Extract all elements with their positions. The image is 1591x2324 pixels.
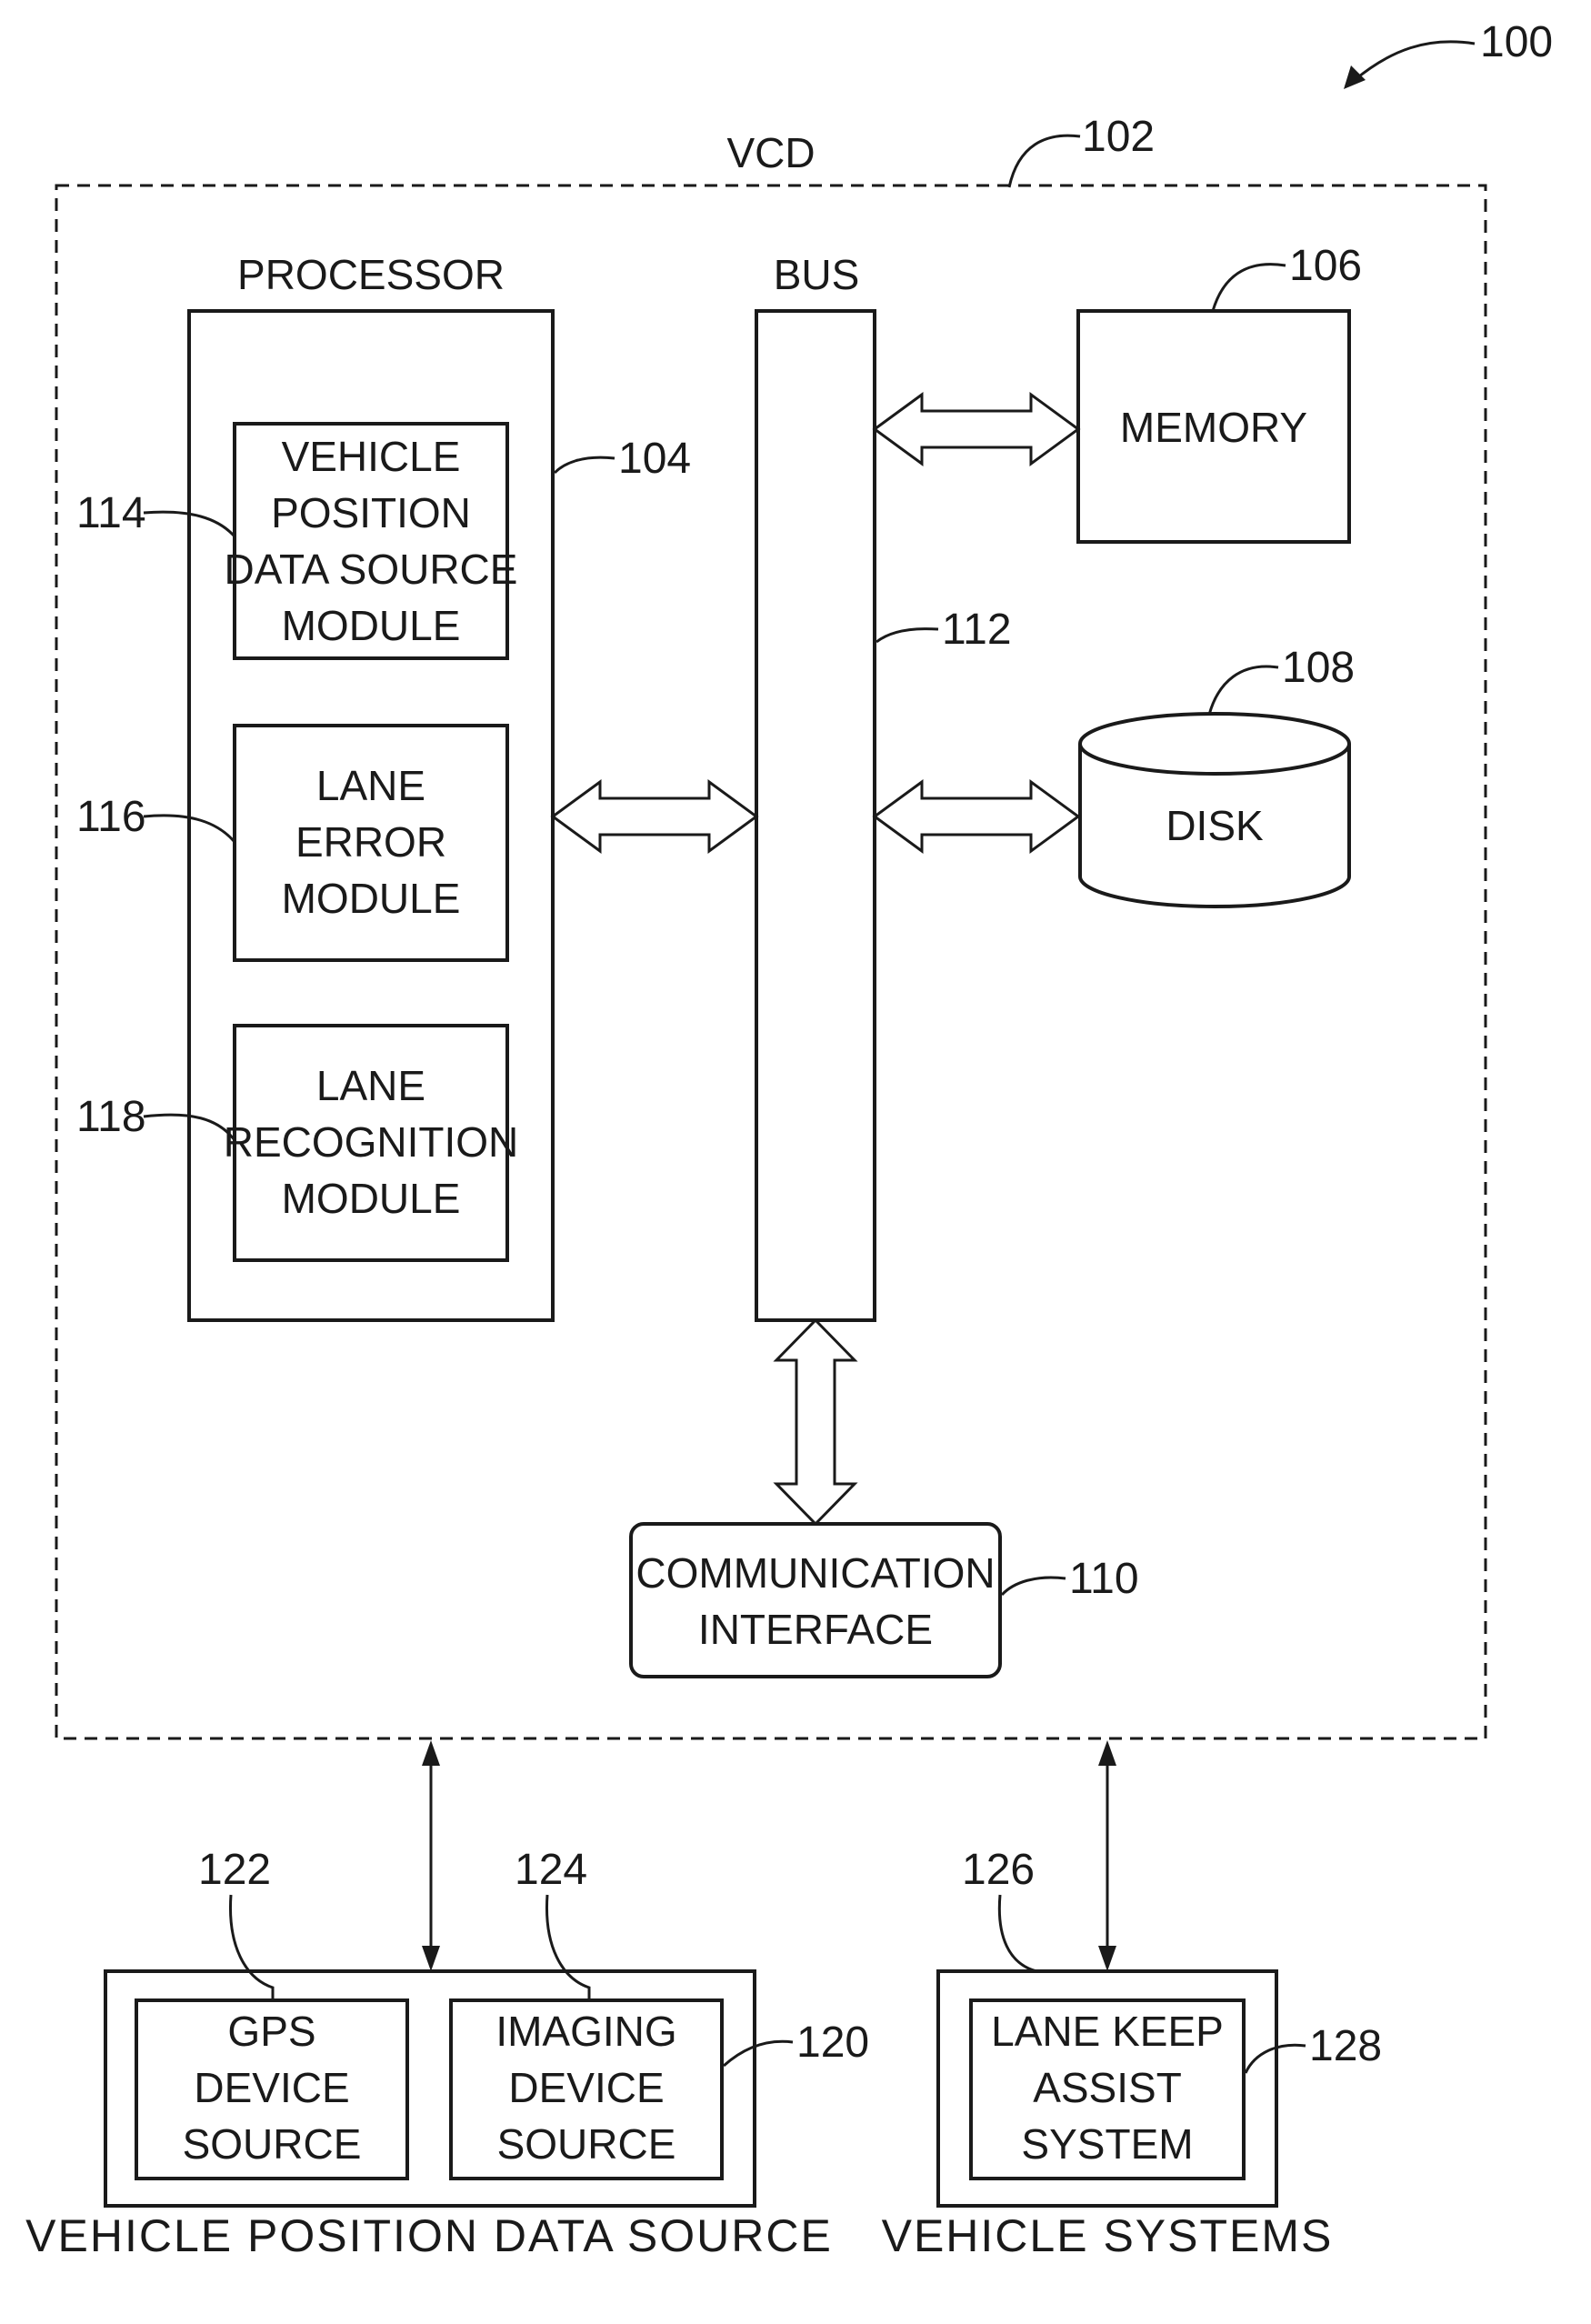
gps-line-3: SOURCE <box>183 2120 362 2168</box>
ref-124: 124 <box>515 1846 587 1894</box>
lka-line-3: SYSTEM <box>1021 2120 1193 2168</box>
bus-communication-arrow <box>776 1320 855 1524</box>
lane-error-line-2: ERROR <box>295 818 446 866</box>
ref-108: 108 <box>1282 644 1355 692</box>
ref-102-leader <box>1009 135 1080 187</box>
memory-label: MEMORY <box>1120 404 1307 451</box>
ref-116: 116 <box>76 793 146 841</box>
ref-110-leader <box>1002 1578 1066 1595</box>
imaging-line-1: IMAGING <box>495 2008 676 2055</box>
ref-106-leader <box>1213 265 1286 311</box>
ref-118: 118 <box>76 1093 146 1141</box>
vehicle-systems-caption: VEHICLE SYSTEMS <box>882 2210 1334 2261</box>
ref-122: 122 <box>198 1846 271 1894</box>
ref-110: 110 <box>1069 1555 1139 1603</box>
vpds-caption: VEHICLE POSITION DATA SOURCE <box>25 2210 833 2261</box>
ref-122-leader <box>230 1895 273 2000</box>
vpds-module-line-2: POSITION <box>271 489 471 536</box>
bus-box <box>756 311 875 1320</box>
communication-interface-line-1: COMMUNICATION <box>635 1549 995 1597</box>
vpds-module-line-4: MODULE <box>282 602 461 649</box>
imaging-line-2: DEVICE <box>508 2064 664 2111</box>
disk-label: DISK <box>1166 802 1264 849</box>
lane-error-line-1: LANE <box>316 762 425 809</box>
ref-114: 114 <box>76 489 146 537</box>
ref-100-arrowhead <box>1344 65 1366 89</box>
vcd-vehicle-systems-arrowhead-bottom <box>1098 1946 1116 1971</box>
lane-recognition-line-2: RECOGNITION <box>224 1118 519 1166</box>
ref-126-leader <box>999 1895 1036 1971</box>
ref-126: 126 <box>962 1846 1035 1894</box>
communication-interface-box <box>631 1524 1000 1677</box>
ref-100-leader <box>1355 42 1475 80</box>
bus-label: BUS <box>774 251 860 298</box>
bus-disk-arrow <box>875 782 1078 851</box>
ref-120-leader <box>724 2041 793 2066</box>
vcd-vpds-arrowhead-top <box>422 1740 440 1766</box>
vpds-module-line-1: VEHICLE <box>282 433 461 480</box>
vcd-vehicle-systems-arrowhead-top <box>1098 1740 1116 1766</box>
lane-error-line-3: MODULE <box>282 875 461 922</box>
bus-memory-arrow <box>875 395 1078 464</box>
gps-line-1: GPS <box>227 2008 315 2055</box>
ref-120: 120 <box>796 2018 869 2067</box>
ref-128: 128 <box>1309 2022 1382 2070</box>
ref-108-leader <box>1209 666 1278 715</box>
ref-112-leader <box>876 629 938 642</box>
processor-bus-arrow <box>553 782 756 851</box>
vcd-vpds-arrowhead-bottom <box>422 1946 440 1971</box>
lka-line-1: LANE KEEP <box>991 2008 1224 2055</box>
gps-line-2: DEVICE <box>194 2064 349 2111</box>
ref-100: 100 <box>1480 18 1553 66</box>
vcd-label: VCD <box>726 129 815 176</box>
disk-top <box>1080 714 1349 774</box>
ref-124-leader <box>546 1895 589 2000</box>
lane-recognition-line-1: LANE <box>316 1062 425 1109</box>
lane-recognition-line-3: MODULE <box>282 1175 461 1222</box>
imaging-line-3: SOURCE <box>497 2120 676 2168</box>
ref-102: 102 <box>1082 113 1155 161</box>
ref-106: 106 <box>1289 242 1362 290</box>
communication-interface-line-2: INTERFACE <box>698 1606 933 1653</box>
processor-label: PROCESSOR <box>237 251 505 298</box>
lka-line-2: ASSIST <box>1033 2064 1182 2111</box>
ref-104: 104 <box>618 435 691 483</box>
ref-112: 112 <box>942 606 1012 654</box>
vpds-module-line-3: DATA SOURCE <box>225 546 518 593</box>
ref-104-leader <box>555 457 615 473</box>
